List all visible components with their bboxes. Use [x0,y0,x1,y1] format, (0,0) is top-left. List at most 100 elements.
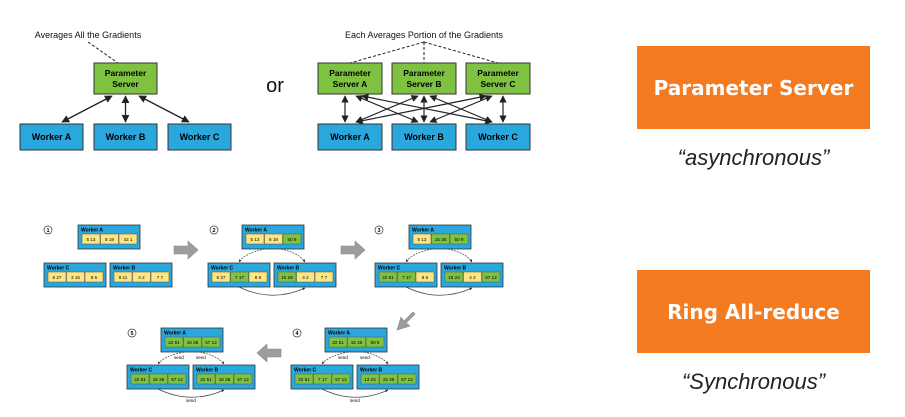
worker-title: Worker A [412,228,434,234]
gradient-cell-value: 15 36 [187,340,199,345]
step-number: 3 [377,228,380,234]
gradient-cell-value: 8 11 [119,275,128,280]
gradient-cell-value: 4 2 [302,275,309,280]
sharded-worker-a-box [317,123,383,151]
parameter-server-b-box [391,62,457,95]
gradient-cell-value: 8 27 [53,275,62,280]
gradient-cell-value: 57 12 [171,377,183,382]
step-number-badge [127,328,137,338]
sharded-worker-a-label: Worker A [330,132,370,142]
gradient-cell [378,271,398,283]
gradient-cell-value: 8 6 [91,275,98,280]
gradient-cell [347,336,366,348]
ps-a-label-line1: Parameter [329,68,371,78]
gradient-cell-value: 42 1 [124,237,133,242]
gradient-cell [481,271,501,283]
gradient-cell [100,233,119,245]
flow-arrow-3-to-4 [396,311,416,331]
send-label: send [186,398,196,403]
gradient-cell-value: 57 12 [485,275,497,280]
gradient-cell [233,373,253,385]
gradient-cell [397,271,416,283]
send-label: send [360,355,370,360]
gradient-cell-value: 5 13 [87,237,96,242]
step-number-badge [43,225,53,235]
worker-b-label: Worker B [106,132,146,142]
worker-title: Worker C [294,368,317,374]
gradient-cell [150,271,170,283]
caption-pointer-a [349,41,425,64]
gradient-cell-value: 15 36 [219,377,231,382]
flow-arrow-2-to-3 [340,240,366,260]
gradient-cell-value: 3 15 [71,275,80,280]
sharded-worker-c-box [465,123,531,151]
gradient-cell-value: 15 36 [351,340,363,345]
gradient-cell [314,271,334,283]
worker-title: Worker C [211,266,234,272]
parameter-server-title: Parameter Server [653,75,854,100]
worker-title: Worker B [360,368,383,374]
gradient-cell [132,271,151,283]
worker-b-box [93,123,158,151]
gradient-cell-value: 50 9 [455,237,464,242]
gradient-cell [431,233,450,245]
gradient-cell [196,373,216,385]
gradient-cell-value: 13 24 [364,377,376,382]
worker-title: Worker A [81,228,103,234]
gradient-cell-value: 57 12 [335,377,347,382]
synchronous-caption: “Synchronous” [681,369,826,394]
worker-title: Worker A [164,331,186,337]
send-label: send [350,398,360,403]
gradient-cell-value: 50 9 [288,237,297,242]
gradient-cell [130,373,150,385]
ring-link-a-to-b [447,248,473,263]
flow-arrow-4-to-5 [256,343,282,363]
gradient-cell-value: 22 51 [382,275,394,280]
worker-title: Worker A [245,228,267,234]
worker-title: Worker B [277,266,300,272]
gradient-cell [183,336,202,348]
send-label: send [196,355,206,360]
caption-pointer-c [423,41,499,64]
gradient-cell [113,271,133,283]
gradient-cell [66,271,85,283]
ps-b-label-line1: Parameter [403,68,445,78]
parameter-server-a-box [317,62,383,95]
caption-pointer [87,41,119,64]
sharded-worker-b-box [391,123,457,151]
gradient-cell [365,336,385,348]
ring-link-a-to-c [321,351,349,365]
worker-title: Worker B [113,266,136,272]
gradient-cell-value: 57 12 [205,340,217,345]
worker-c-box [167,123,232,151]
gradient-cell-value: 8 6 [255,275,262,280]
gradient-cell-value: 4 2 [138,275,145,280]
ps-b-label-line2: Server B [407,79,442,89]
gradient-cell [47,271,67,283]
gradient-cell-value: 8 27 [217,275,226,280]
step-number: 2 [212,228,215,234]
worker-title: Worker B [196,368,219,374]
single-ps-diagram: Averages All the Gradients Parameter Ser… [19,30,232,151]
gradient-cell-value: 22 51 [134,377,146,382]
gradient-cell-value: 22 51 [298,377,310,382]
gradient-cell-value: 15 36 [153,377,165,382]
gradient-cell-value: 15 24 [448,275,460,280]
gradient-cell [118,233,138,245]
gradient-cell [167,373,187,385]
send-label: send [174,355,184,360]
ring-link-a-to-c [405,248,433,263]
gradient-cell [201,336,221,348]
gradient-cell [211,271,231,283]
gradient-cell [449,233,469,245]
ps-c-label-line1: Parameter [477,68,519,78]
sharded-ps-diagram: Each Averages Portion of the Gradients P… [317,30,531,151]
